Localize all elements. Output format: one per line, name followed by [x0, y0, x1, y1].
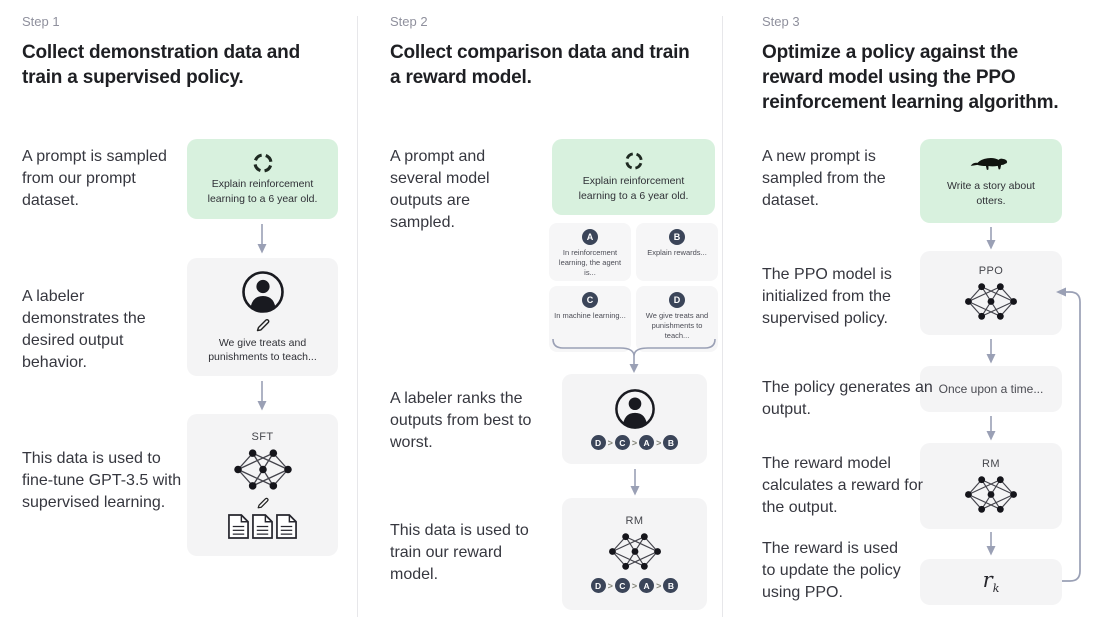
- rank-separator: >: [631, 437, 638, 448]
- down-arrow-icon: [630, 469, 640, 496]
- step1-label: Step 1: [22, 14, 60, 29]
- model-outputs-grid: A In reinforcement learning, the agent i…: [549, 223, 718, 352]
- rank-badge: A: [639, 435, 655, 450]
- ranking-row: D > C > A > B: [590, 435, 679, 450]
- output-card-c: C In machine learning...: [549, 286, 631, 352]
- reward-base: r: [982, 568, 993, 593]
- network-icon: [965, 282, 1017, 320]
- step2-rm-box: RM D > C > A > B: [562, 498, 707, 610]
- network-icon: [965, 475, 1017, 513]
- step1-prompt-box: Explain reinforcement learning to a 6 ye…: [187, 139, 338, 219]
- rank-badge: B: [663, 578, 679, 593]
- step2-row1-text: A prompt and several model outputs are s…: [390, 148, 490, 232]
- down-arrow-icon: [257, 381, 267, 411]
- rank-badge: D: [590, 435, 606, 450]
- step3-row2-text: The PPO model is initialized from the su…: [762, 266, 892, 328]
- step3-label: Step 3: [762, 14, 800, 29]
- step3-prompt-box: Write a story about otters.: [920, 139, 1062, 223]
- rank-badge: C: [614, 435, 630, 450]
- step1-sft-box: SFT: [187, 414, 338, 556]
- step3-output-box: Once upon a time...: [920, 366, 1062, 412]
- step1-row1-text: A prompt is sampled from our prompt data…: [22, 148, 167, 210]
- step1-row3-text: This data is used to fine-tune GPT-3.5 w…: [22, 450, 182, 512]
- step3-heading: Optimize a policy against the reward mod…: [762, 42, 1059, 114]
- network-icon: [608, 533, 661, 570]
- down-arrow-icon: [986, 416, 996, 441]
- policy-output-text: Once upon a time...: [938, 382, 1044, 396]
- step2-prompt-caption: Explain reinforcement learning to a 6 ye…: [578, 175, 689, 202]
- step1-row2-text: A labeler demonstrates the desired outpu…: [22, 288, 146, 372]
- rank-separator: >: [607, 437, 613, 448]
- output-badge: A: [582, 229, 598, 245]
- column-divider-2: [722, 16, 723, 617]
- output-badge: B: [669, 229, 685, 245]
- step3-row3-text: The policy generates an output.: [762, 379, 933, 419]
- rank-badge: D: [590, 578, 606, 593]
- step1-labeler-box: We give treats and punishments to teach.…: [187, 258, 338, 376]
- down-arrow-icon: [986, 227, 996, 250]
- rank-badge: B: [663, 435, 679, 450]
- output-card-a: A In reinforcement learning, the agent i…: [549, 223, 631, 281]
- output-badge: C: [582, 292, 598, 308]
- down-arrow-icon: [986, 532, 996, 556]
- labeler-person-icon: [241, 271, 284, 313]
- down-arrow-icon: [986, 339, 996, 364]
- reward-subscript: k: [992, 582, 1000, 596]
- step3-rm-box: RM: [920, 443, 1062, 529]
- step1-prompt-caption: Explain reinforcement learning to a 6 ye…: [207, 178, 318, 205]
- ppo-label: PPO: [978, 264, 1004, 277]
- output-card-text: In reinforcement learning, the agent is.…: [558, 248, 622, 277]
- step2-row2-text: A labeler ranks the outputs from best to…: [390, 390, 532, 452]
- step3-prompt-caption: Write a story about otters.: [947, 180, 1035, 207]
- sampling-icon: [624, 152, 643, 171]
- step1-demo-caption: We give treats and punishments to teach.…: [208, 336, 317, 363]
- step3-row4-text: The reward model calculates a reward for…: [762, 455, 923, 517]
- documents-row: [228, 514, 297, 539]
- rank-separator: >: [631, 580, 638, 591]
- network-icon: [233, 449, 292, 490]
- output-card-text: Explain rewards...: [647, 248, 707, 257]
- sampling-icon: [252, 153, 273, 173]
- column-divider-1: [357, 16, 358, 617]
- ranking-row: D > C > A > B: [590, 578, 679, 593]
- output-card-b: B Explain rewards...: [636, 223, 718, 281]
- step2-label: Step 2: [390, 14, 428, 29]
- step2-row3-text: This data is used to train our reward mo…: [390, 522, 529, 584]
- pencil-icon: [256, 318, 269, 332]
- step3-reward-box: rk: [920, 559, 1062, 605]
- brace-arrow-icon: [552, 338, 716, 373]
- document-icon: [228, 514, 249, 539]
- step3-row1-text: A new prompt is sampled from the dataset…: [762, 148, 886, 210]
- output-card-d: D We give treats and punishments to teac…: [636, 286, 718, 352]
- step2-heading: Collect comparison data and train a rewa…: [390, 42, 690, 89]
- reward-value: rk: [983, 568, 1000, 595]
- down-arrow-icon: [257, 224, 267, 254]
- document-icon: [276, 514, 297, 539]
- output-card-text: In machine learning...: [554, 311, 626, 320]
- step3-row5-text: The reward is used to update the policy …: [762, 540, 901, 602]
- output-card-text: We give treats and punishments to teach.…: [645, 311, 709, 340]
- feedback-loop-arrow: [1056, 287, 1081, 582]
- step2-prompt-box: Explain reinforcement learning to a 6 ye…: [552, 139, 715, 215]
- rank-separator: >: [607, 580, 613, 591]
- document-icon: [252, 514, 273, 539]
- output-badge: D: [669, 292, 685, 308]
- step1-heading: Collect demonstration data and train a s…: [22, 42, 300, 89]
- rank-badge: C: [614, 578, 630, 593]
- step2-labeler-box: D > C > A > B: [562, 374, 707, 464]
- sft-label: SFT: [251, 431, 274, 443]
- rank-separator: >: [656, 437, 662, 448]
- rm-label: RM: [625, 515, 644, 527]
- rank-separator: >: [656, 580, 662, 591]
- labeler-person-icon: [614, 389, 655, 429]
- otter-icon: [970, 158, 1008, 171]
- pencil-icon: [257, 497, 269, 509]
- rank-badge: A: [639, 578, 655, 593]
- step3-ppo-box: PPO: [920, 251, 1062, 335]
- rm-label: RM: [982, 457, 1000, 470]
